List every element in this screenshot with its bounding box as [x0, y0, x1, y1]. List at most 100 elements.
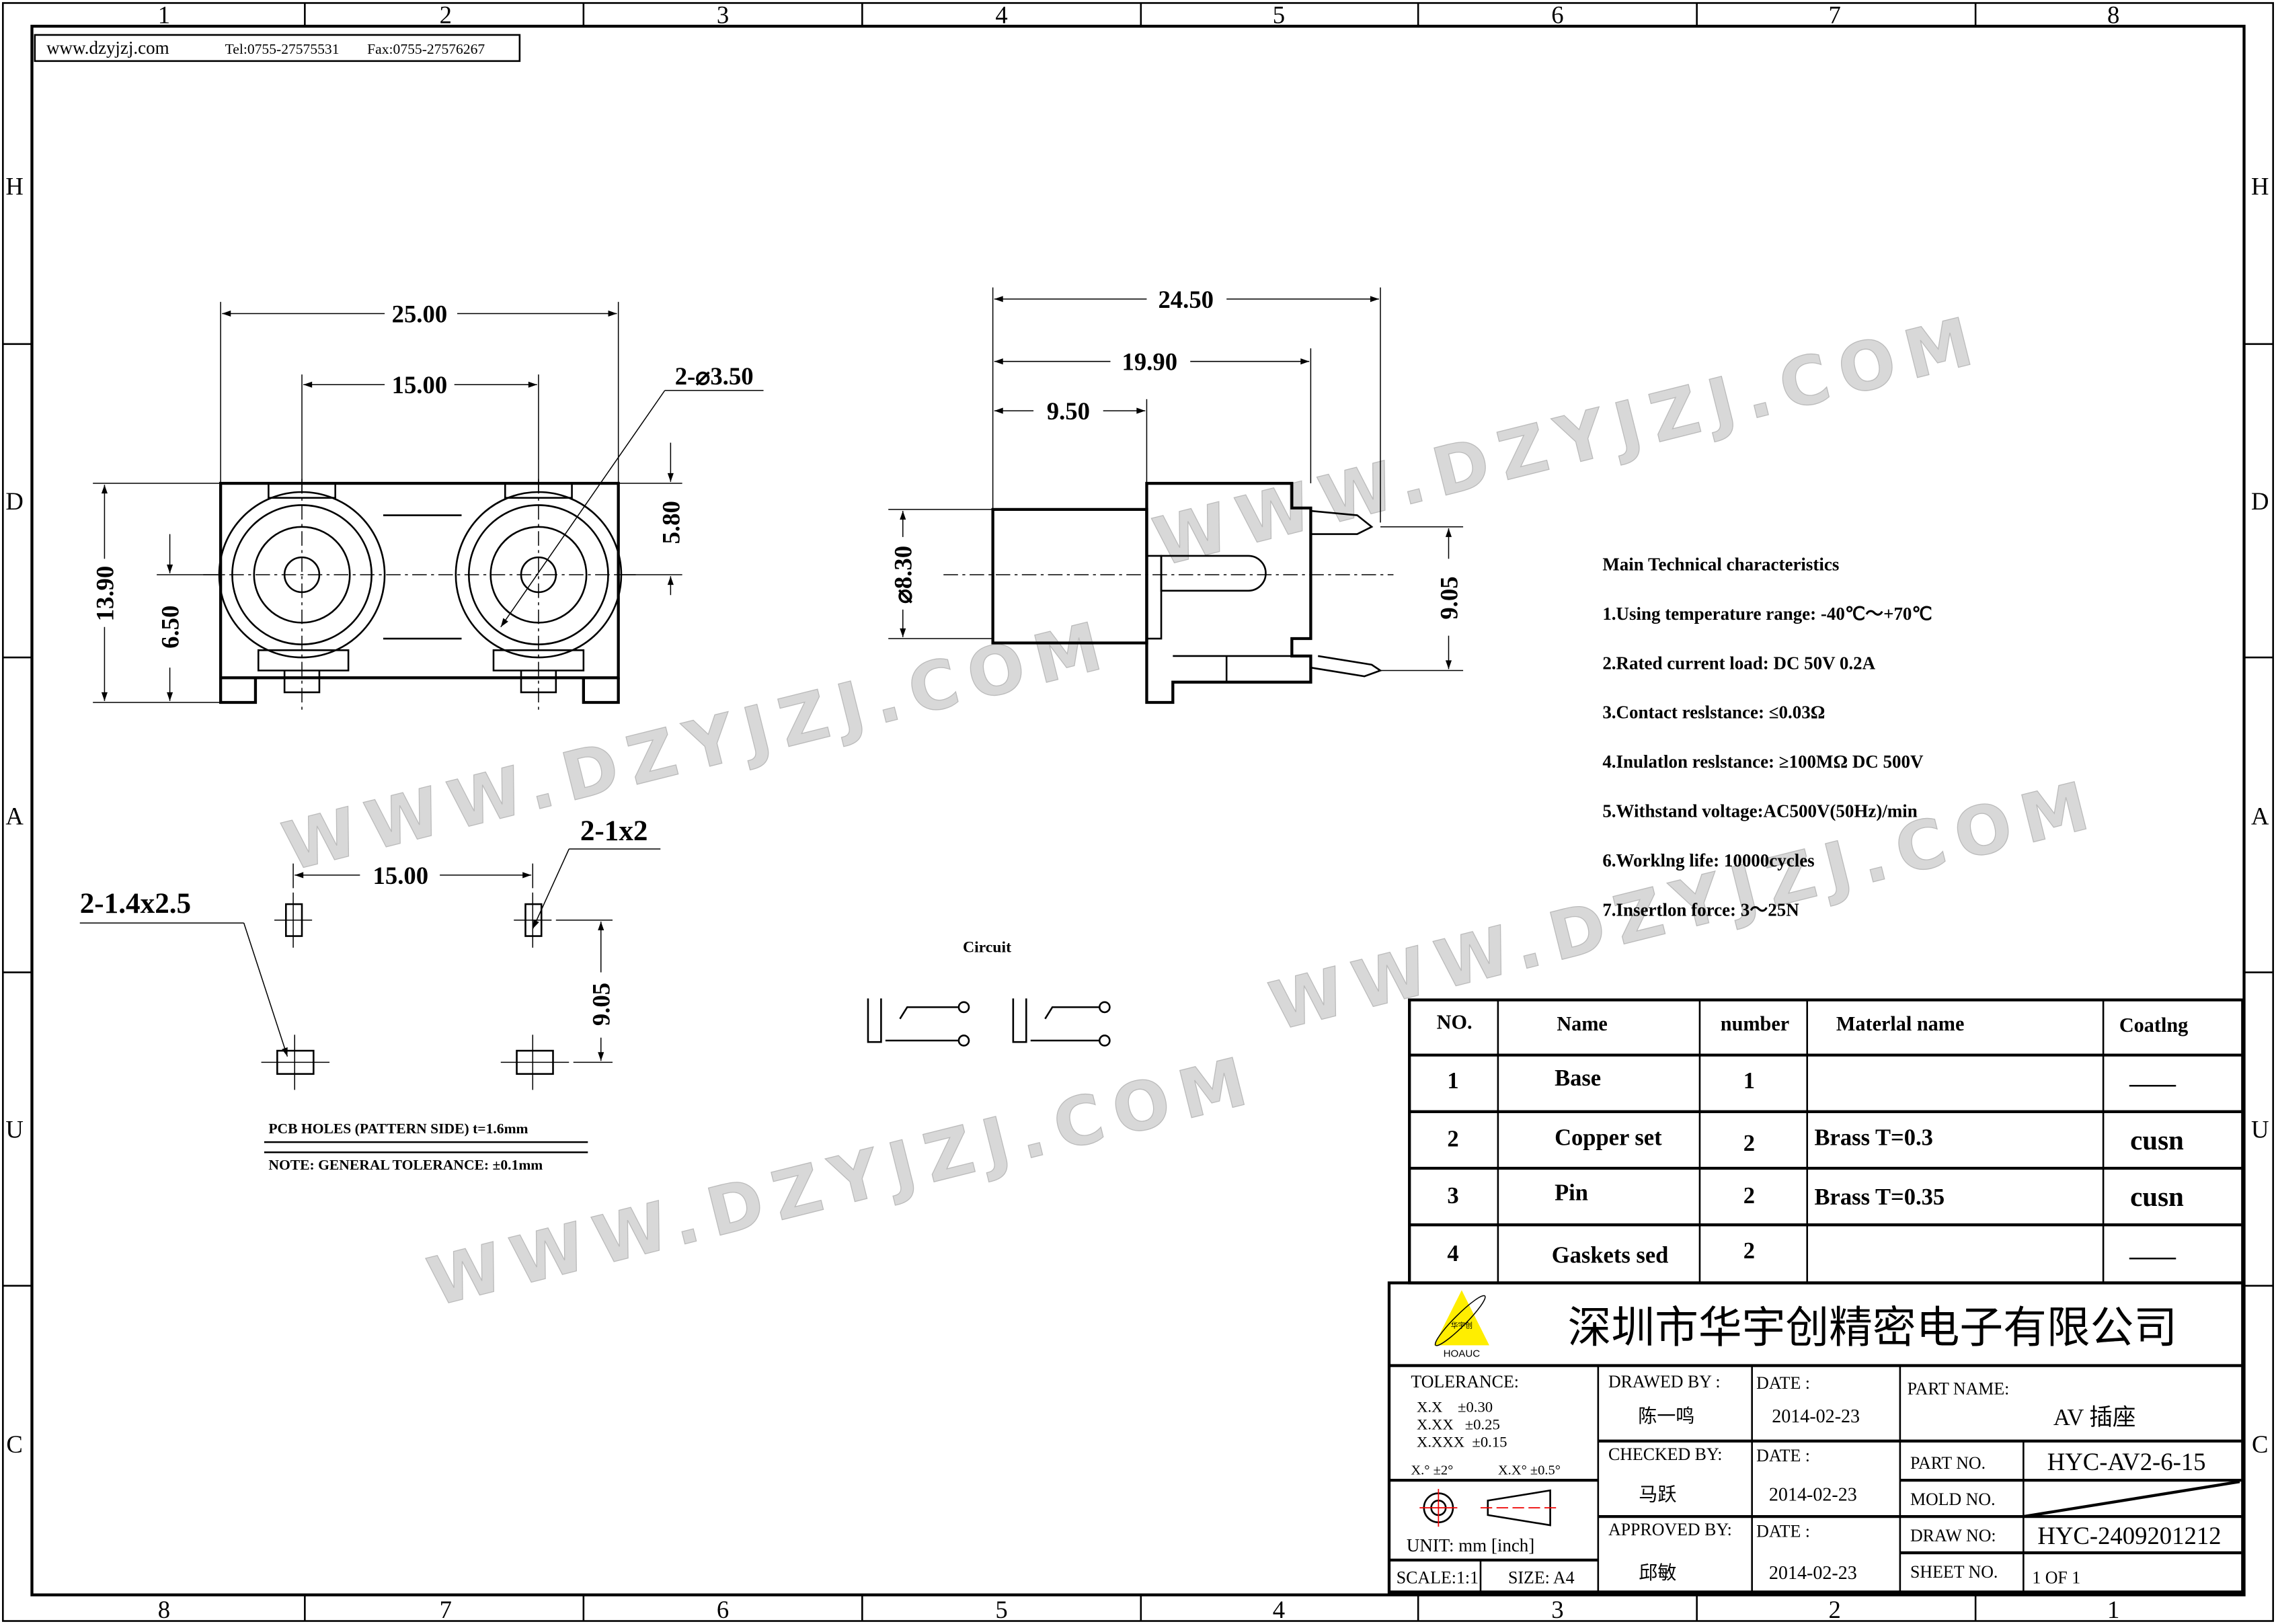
frame-row-label: C [6, 1430, 22, 1458]
dim-hole-dia: 2-⌀3.50 [675, 362, 754, 390]
table-row: 3 Pin 2 Brass T=0.35 cusn [1447, 1180, 2184, 1212]
mold-no-label: MOLD NO. [1910, 1490, 1996, 1509]
part-name-label: PART NAME: [1908, 1379, 2010, 1399]
bom-no: 4 [1447, 1241, 1458, 1266]
draw-no-value: HYC-2409201212 [2037, 1522, 2221, 1549]
dim-height: 13.90 [91, 566, 118, 622]
tolerance-value: X.XX ±0.25 [1417, 1416, 1500, 1433]
bom-name: Base [1555, 1065, 1601, 1091]
side-view: 24.50 19.90 9.50 ⌀8.30 9.05 [888, 286, 1464, 704]
bom-qty: 2 [1743, 1183, 1755, 1209]
tolerance-value: X.XXX ±0.15 [1417, 1433, 1507, 1450]
date-label: DATE : [1756, 1446, 1810, 1465]
dim-barrel-dia: ⌀8.30 [890, 546, 917, 604]
frame-col-label: 6 [717, 1596, 729, 1623]
frame-col-label: 5 [1273, 1, 1285, 29]
scale-label: SCALE:1:1 [1397, 1568, 1479, 1587]
watermark-text: WWW.DZYJZJ.COM [1146, 301, 1991, 582]
mold-no-empty-slash [2023, 1480, 2240, 1518]
pcb-dim-pitch: 15.00 [373, 862, 429, 889]
bom-name: Gaskets sed [1552, 1242, 1669, 1268]
pcb-slot-large-label: 2-1.4x2.5 [80, 888, 191, 920]
drawed-by-value: 陈一鸣 [1638, 1406, 1694, 1427]
bom-qty: 2 [1743, 1238, 1755, 1264]
drawed-by-label: DRAWED BY : [1608, 1372, 1721, 1391]
frame-col-label: 3 [717, 1, 729, 29]
dim-depth: 24.50 [1158, 286, 1214, 313]
fax-text: Fax:0755-27576267 [367, 41, 485, 57]
watermark-text: WWW.DZYJZJ.COM [276, 606, 1120, 887]
frame-col-label: 7 [440, 1596, 452, 1623]
bom-coating: —— [2129, 1244, 2176, 1269]
checked-by-label: CHECKED BY: [1608, 1445, 1723, 1464]
table-row: 4 Gaskets sed 2 —— [1447, 1238, 2176, 1270]
header-contact-box: www.dzyjzj.com Tel:0755-27575531 Fax:075… [34, 34, 521, 63]
frame-row-label: D [2251, 487, 2269, 515]
part-name-value: AV 插座 [2053, 1405, 2136, 1430]
frame-col-label: 5 [995, 1596, 1007, 1623]
tolerance-value: X.X ±0.30 [1417, 1399, 1493, 1416]
bom-no: 2 [1447, 1127, 1458, 1152]
frame-row-label: A [5, 802, 24, 829]
bom-name: Copper set [1555, 1125, 1662, 1150]
bom-header: number [1721, 1012, 1789, 1035]
date-drawed: 2014-02-23 [1772, 1406, 1860, 1427]
company-name: 深圳市华宇创精密电子有限公司 [1568, 1303, 2178, 1352]
bom-header: Name [1557, 1012, 1608, 1035]
frame-row-label: C [2252, 1430, 2268, 1458]
tel-text: Tel:0755-27575531 [225, 41, 340, 57]
frame-col-label: 4 [995, 1, 1007, 29]
company-logo: 华宇创 HOAUC [1434, 1290, 1489, 1360]
bom-qty: 2 [1743, 1131, 1755, 1156]
frame-col-label: 7 [1829, 1, 1841, 29]
bom-material: Brass T=0.35 [1815, 1184, 1945, 1210]
logo-cn-text: 华宇创 [1451, 1321, 1473, 1330]
bom-coating: cusn [2130, 1181, 2184, 1212]
frame-col-label: 1 [158, 1, 170, 29]
part-no-label: PART NO. [1910, 1453, 1986, 1473]
frame-col-label: 3 [1551, 1596, 1563, 1623]
pcb-dim-row-spacing: 9.05 [588, 983, 615, 1026]
frame-col-label: 1 [2107, 1596, 2119, 1623]
bom-no: 3 [1447, 1183, 1458, 1209]
angle-tolerance: X.X° ±0.5° [1498, 1463, 1561, 1477]
spec-item: 4.Inulatlon reslstance: ≥100MΩ DC 500V [1602, 752, 1924, 772]
pcb-note-tolerance: NOTE: GENERAL TOLERANCE: ±0.1mm [268, 1157, 543, 1173]
sheet-no-label: SHEET NO. [1910, 1562, 1998, 1582]
frame-row-label: D [5, 487, 24, 515]
projection-symbol-icon [1419, 1489, 1559, 1527]
frame-row-label: H [2251, 172, 2269, 200]
draw-no-label: DRAW NO: [1910, 1526, 1996, 1545]
technical-specs: Main Technical characteristics 1.Using t… [1602, 555, 1932, 920]
dim-barrel: 9.50 [1047, 397, 1090, 425]
spec-item: 5.Withstand voltage:AC500V(50Hz)/min [1602, 801, 1917, 821]
frame-row-label: U [5, 1116, 24, 1143]
pcb-slot-small-label: 2-1x2 [580, 815, 648, 847]
dim-pin-spacing: 9.05 [1435, 576, 1462, 619]
date-label: DATE : [1756, 1521, 1810, 1541]
angle-tolerance: X.° ±2° [1411, 1463, 1453, 1477]
spec-item: 7.Insertlon force: 3～25N [1602, 899, 1799, 920]
date-label: DATE : [1756, 1373, 1810, 1393]
bom-coating: —— [2129, 1071, 2176, 1097]
watermark-text: WWW.DZYJZJ.COM [421, 1041, 1265, 1322]
pcb-layout: 15.00 9.05 2-1x2 2-1.4x2.5 PCB HOLES (PA… [79, 815, 661, 1173]
checked-by-value: 马跃 [1639, 1484, 1676, 1505]
dim-pitch: 15.00 [392, 371, 448, 399]
spec-item: 1.Using temperature range: -40℃～+70℃ [1602, 604, 1932, 624]
specs-title: Main Technical characteristics [1602, 555, 1839, 575]
logo-text: HOAUC [1444, 1348, 1481, 1360]
frame-row-label: U [2251, 1116, 2269, 1143]
frame-col-label: 6 [1551, 1, 1563, 29]
bom-name: Pin [1555, 1180, 1588, 1205]
dim-top-offset: 5.80 [657, 501, 684, 544]
website-link[interactable]: www.dzyjzj.com [46, 38, 169, 58]
dim-body: 19.90 [1122, 348, 1177, 376]
bom-header: Coatlng [2119, 1014, 2188, 1037]
front-view: 25.00 15.00 2-⌀3.50 13.90 6.50 5.80 [91, 300, 764, 711]
frame-col-label: 2 [440, 1, 452, 29]
tolerance-label: TOLERANCE: [1411, 1372, 1519, 1391]
table-row: 1 Base 1 —— [1447, 1065, 2176, 1097]
